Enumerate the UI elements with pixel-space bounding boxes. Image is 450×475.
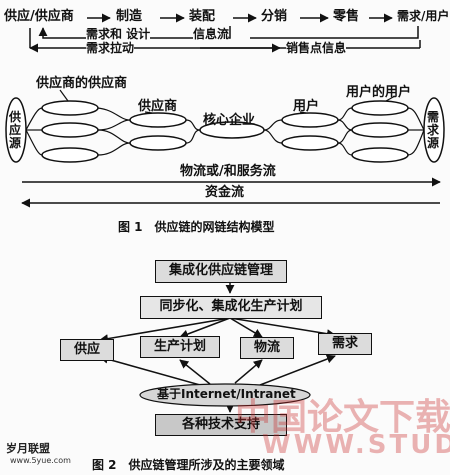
watermark-left: 岁月联盟 bbox=[6, 442, 50, 455]
tier-supplier-of-supplier: 供应商的供应商 bbox=[36, 76, 128, 91]
network bbox=[5, 97, 445, 163]
chain-supplier: 供应/供应商 bbox=[4, 9, 74, 24]
fig2-area-demand: 需求 bbox=[318, 333, 372, 355]
watermark-right: 中国论文下载 bbox=[235, 397, 450, 438]
pos-info-label: 销售点信息 bbox=[286, 41, 347, 55]
demand-pull-label: 需求拉动 bbox=[86, 41, 135, 55]
platform-label: 基于Internet/Intranet bbox=[157, 387, 296, 401]
figure1-caption: 图 1 供应链的网链结构模型 bbox=[118, 220, 275, 234]
info-flow-label: 信息流 bbox=[193, 27, 230, 41]
chain-manufacture: 制造 bbox=[116, 9, 143, 24]
chain-distribution: 分销 bbox=[261, 9, 288, 24]
logistics-label: 物流或/和服务流 bbox=[180, 164, 276, 179]
chain-retail: 零售 bbox=[333, 9, 360, 24]
watermark-left-url: www.5yue.com bbox=[10, 456, 71, 465]
chain-assembly: 装配 bbox=[189, 9, 216, 24]
network-links bbox=[25, 89, 425, 156]
demand-source-label: 需求源 bbox=[427, 110, 440, 150]
fig2-area-supply: 供应 bbox=[60, 339, 114, 361]
fig2-area-planning: 生产计划 bbox=[140, 336, 220, 358]
fig2-area-logistics: 物流 bbox=[240, 337, 294, 359]
fig2-support-box: 各种技术支持 bbox=[155, 414, 287, 436]
tier-user: 用户 bbox=[293, 99, 320, 114]
tier-user-of-user: 用户的用户 bbox=[346, 85, 412, 100]
capital-label: 资金流 bbox=[205, 185, 245, 200]
source-label: 供应源 bbox=[9, 110, 22, 150]
chain-user: 需求/用户 bbox=[397, 9, 450, 23]
watermark-right-url: WWW.STUDA.COM bbox=[262, 430, 450, 460]
demand-design-label: 需求和 设计 bbox=[86, 27, 151, 41]
tier-supplier: 供应商 bbox=[138, 99, 178, 114]
fig2-title-box: 集成化供应链管理 bbox=[155, 260, 287, 283]
fig2-plan-box: 同步化、集成化生产计划 bbox=[140, 296, 322, 319]
tier-core: 核心企业 bbox=[203, 113, 256, 128]
platform-ellipse bbox=[139, 383, 311, 407]
fig2-arrows bbox=[99, 283, 336, 413]
figure2-caption: 图 2 供应链管理所涉及的主要领域 bbox=[92, 458, 285, 472]
flow-arrows bbox=[21, 177, 441, 208]
